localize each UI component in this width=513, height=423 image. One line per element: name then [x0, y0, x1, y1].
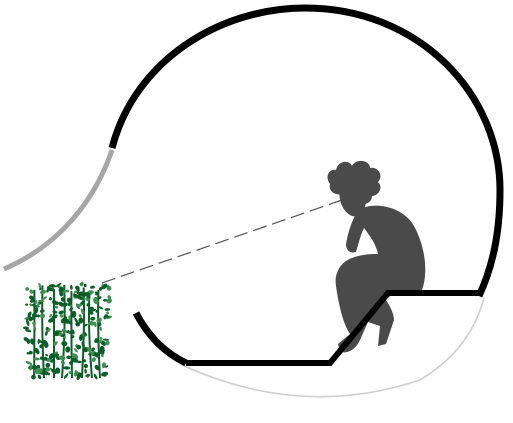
seated-thinking-person-icon	[328, 161, 426, 352]
enclosure-arc	[112, 8, 500, 296]
enclosure-lower-arc	[136, 313, 186, 363]
roof-extension-curve	[4, 150, 112, 269]
shrub-icon	[23, 281, 113, 381]
sightline-dashed	[96, 200, 342, 285]
ground-outline-line	[180, 298, 484, 397]
floor-and-seat-line	[186, 293, 479, 363]
